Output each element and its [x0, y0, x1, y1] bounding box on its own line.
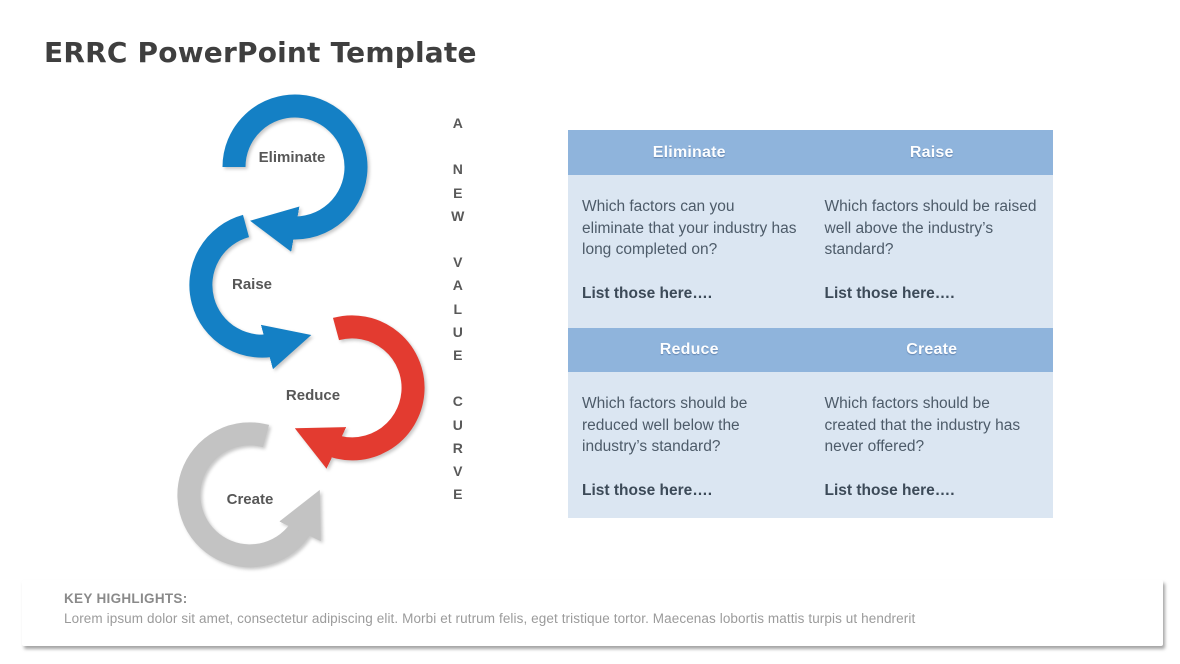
reduce-cta: List those here…. [582, 481, 713, 499]
raise-cta: List those here…. [824, 284, 955, 302]
errc-table: Eliminate Raise Which factors can you el… [568, 130, 1053, 518]
create-label: Create [227, 491, 274, 508]
header-eliminate: Eliminate [652, 143, 726, 161]
key-highlights-heading: KEY HIGHLIGHTS: [64, 591, 188, 606]
table-body-row-2: Which factors should be reduced well bel… [568, 372, 1053, 518]
errc-arrows-diagram: Eliminate Raise Reduce Create [177, 94, 425, 568]
table-body-row-1: Which factors can you eliminate that you… [568, 175, 1053, 328]
reduce-label: Reduce [286, 387, 340, 404]
raise-label: Raise [232, 276, 272, 293]
table-header-row-2: Reduce Create [568, 328, 1053, 372]
key-highlights-text: Lorem ipsum dolor sit amet, consectetur … [64, 611, 916, 626]
cell-reduce: Which factors should be reduced well bel… [568, 372, 811, 518]
table-header-row-1: Eliminate Raise [568, 130, 1053, 175]
cell-raise: Which factors should be raised well abov… [811, 175, 1054, 328]
raise-arc-arrow-icon [189, 214, 312, 370]
create-question: Which factors should be created that the… [824, 395, 1021, 455]
reduce-question: Which factors should be reduced well bel… [582, 395, 748, 455]
header-raise: Raise [909, 143, 954, 161]
vertical-caption-a-new-value-curve: A N E W V A L U E C U R V E [451, 115, 465, 503]
eliminate-label: Eliminate [259, 149, 326, 166]
eliminate-question: Which factors can you eliminate that you… [582, 198, 797, 258]
cell-eliminate: Which factors can you eliminate that you… [568, 175, 811, 328]
raise-question: Which factors should be raised well abov… [824, 198, 1037, 258]
reduce-arc-arrow-icon [294, 315, 425, 469]
eliminate-cta: List those here…. [582, 284, 713, 302]
header-create: Create [906, 341, 958, 358]
cell-create: Which factors should be created that the… [811, 372, 1054, 518]
key-highlights-panel: KEY HIGHLIGHTS: Lorem ipsum dolor sit am… [22, 580, 1163, 646]
eliminate-arc-arrow-icon [222, 94, 368, 252]
create-cta: List those here…. [824, 481, 955, 499]
page-title: ERRC PowerPoint Template [44, 36, 477, 69]
header-reduce: Reduce [659, 341, 719, 358]
create-arc-arrow-icon [177, 422, 321, 568]
